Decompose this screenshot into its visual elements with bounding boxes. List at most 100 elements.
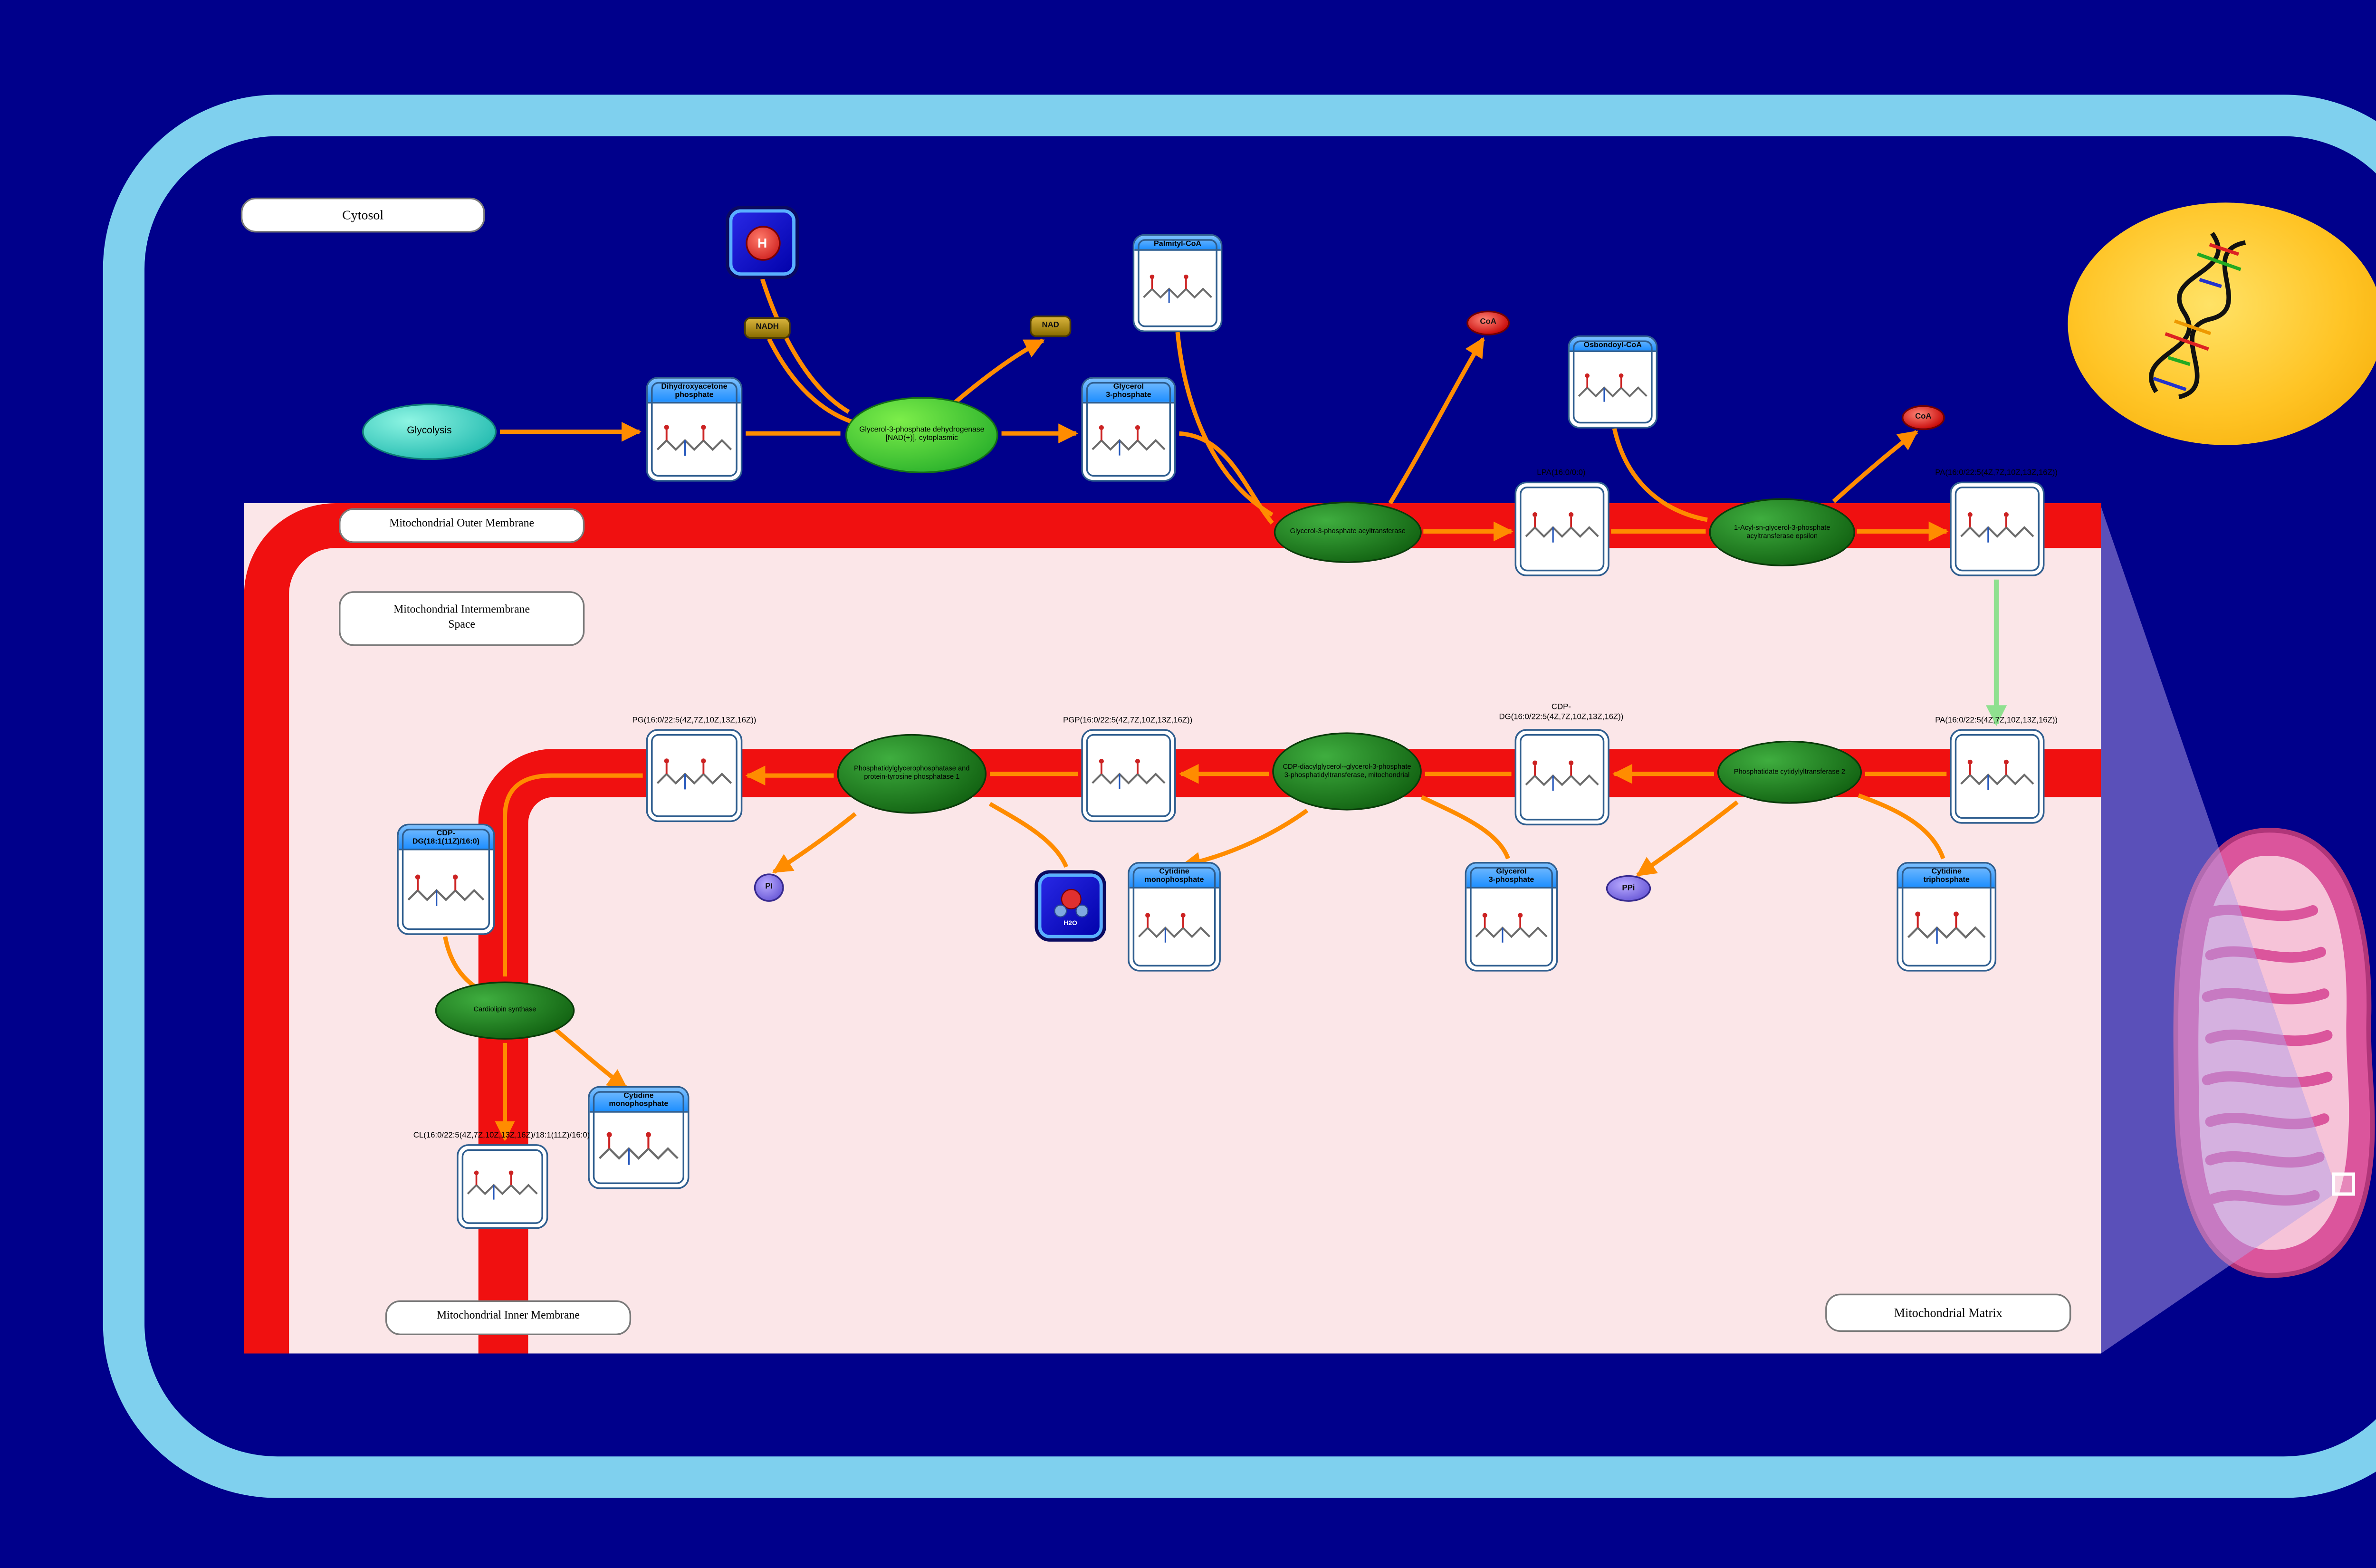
label-line: Glycerol [1113,381,1144,390]
zoom-source-square [2332,1172,2356,1196]
metabolite-dhap-label: Dihydroxyacetone phosphate [648,378,741,403]
h-plus-symbol: H [745,225,780,260]
cofactor-nadh[interactable]: NADH [744,317,791,339]
region-label-line: Space [448,618,475,631]
cell-membrane [103,95,2376,1498]
metabolite-pg[interactable] [646,729,743,822]
inner-membrane-band [478,749,2101,1354]
metabolite-cdp-dg-18-label: CDP- DG(18:1(11Z)/16:0) [398,825,494,850]
cofactor-coa-1[interactable]: CoA [1466,310,1510,336]
chemical-structure [1952,731,2043,822]
chemical-structure [1134,251,1221,330]
metabolite-ctp[interactable]: Cytidine triphosphate [1897,861,1997,972]
metabolite-g3p-label: Glycerol 3-phosphate [1083,378,1175,403]
enzyme-label: Glycerol-3-phosphate dehydrogenase [NAD(… [859,425,985,442]
cofactor-h2o[interactable]: H2O [1035,870,1106,942]
metabolite-cdp-dg[interactable] [1514,729,1610,826]
enzyme-label: Glycerol-3-phosphate acyltransferase [1290,526,1406,535]
metabolite-pa-inner[interactable] [1950,729,2045,824]
metabolite-osbondoyl-coa[interactable]: Osbondoyl-CoA [1568,335,1658,429]
label-line: phosphate [675,390,714,399]
enzyme-crls1[interactable]: Cardiolipin synthase [435,981,575,1040]
chemical-structure [1130,888,1219,970]
metabolite-g3p-matrix-label: Glycerol 3-phosphate [1466,863,1556,889]
label-line: Glycerol [1496,866,1527,875]
enzyme-label: Phosphatidate cytidylyltransferase 2 [1734,766,1846,775]
cofactor-pi[interactable]: Pi [754,873,784,902]
label-line: 3-phosphate [1106,390,1151,399]
chemical-structure [1083,403,1174,480]
metabolite-cdpdg-label: CDP- DG(16:0/22:5(4Z,7Z,10Z,13Z,16Z)) [1499,704,1623,723]
metabolite-cmp-inner-label: Cytidine monophosphate [589,1088,688,1113]
h2o-symbol: H2O [1063,918,1077,927]
region-label-line: Mitochondrial Intermembrane [393,605,530,617]
region-label-outer-membrane: Mitochondrial Outer Membrane [339,508,585,543]
metabolite-ctp-label: Cytidine triphosphate [1898,863,1995,889]
label-line: Dihydroxyacetone [661,381,728,390]
label-line: DG(18:1(11Z)/16:0) [412,837,479,845]
nucleus [2068,202,2376,445]
label-line: CDP- [436,828,456,836]
enzyme-label: Cardiolipin synthase [473,1005,537,1013]
metabolite-cl-label: CL(16:0/22:5(4Z,7Z,10Z,13Z,16Z)/18:1(11Z… [413,1132,590,1141]
region-label-cytosol: Cytosol [240,197,485,233]
enzyme-agpat5[interactable]: 1-Acyl-sn-glycerol-3-phosphate acyltrans… [1709,498,1856,566]
enzyme-gpd1[interactable]: Glycerol-3-phosphate dehydrogenase [NAD(… [845,397,998,474]
metabolite-pa-inner-label: PA(16:0/22:5(4Z,7Z,10Z,13Z,16Z)) [1935,717,2058,726]
chemical-structure [1516,483,1608,574]
metabolite-cdp-dg-18[interactable]: CDP- DG(18:1(11Z)/16:0) [397,823,495,935]
cofactor-nad[interactable]: NAD [1029,316,1072,337]
cofactor-ppi[interactable]: PPi [1606,875,1651,902]
chemical-structure [648,403,741,480]
metabolite-cmp-inner[interactable]: Cytidine monophosphate [588,1086,690,1189]
chemical-structure [1570,353,1656,427]
enzyme-ptpmt1[interactable]: Phosphatidylglycerophosphatase and prote… [837,734,987,814]
chemical-structure [1516,731,1608,824]
metabolite-pa-outer[interactable] [1950,481,2045,576]
metabolite-palmityl-coa[interactable]: Palmityl-CoA [1132,234,1223,333]
chemical-structure [459,1146,546,1227]
dna-helix-icon [2148,231,2246,400]
metabolite-lpa-label: LPA(16:0/0:0) [1537,470,1586,478]
label-line: Cytidine [623,1090,654,1099]
metabolite-cmp-matrix-label: Cytidine monophosphate [1129,863,1219,889]
cofactor-h-plus[interactable]: H [726,206,799,279]
metabolite-cl[interactable] [457,1144,548,1229]
metabolite-osbondoyl-coa-label: Osbondoyl-CoA [1569,337,1656,353]
chemical-structure [590,1112,688,1187]
label-line: monophosphate [1144,875,1204,884]
metabolite-g3p-matrix[interactable]: Glycerol 3-phosphate [1465,861,1558,972]
label-line: triphosphate [1923,875,1970,884]
metabolite-pg-label: PG(16:0/22:5(4Z,7Z,10Z,13Z,16Z)) [632,717,757,726]
enzyme-label: CDP-diacylglycerol--glycerol-3-phosphate… [1283,762,1411,778]
region-label-inner-membrane: Mitochondrial Inner Membrane [385,1300,632,1336]
enzyme-gpam[interactable]: Glycerol-3-phosphate acyltransferase [1274,501,1422,563]
chemical-structure [1952,483,2043,574]
region-label-intermembrane-space: Mitochondrial Intermembrane Space [339,591,585,646]
metabolite-palmityl-coa-label: Palmityl-CoA [1134,236,1221,252]
metabolite-cmp-matrix[interactable]: Cytidine monophosphate [1128,861,1221,972]
metabolite-lpa[interactable] [1514,481,1610,576]
chemical-structure [1466,888,1556,970]
metabolite-pgp-label: PGP(16:0/22:5(4Z,7Z,10Z,13Z,16Z)) [1063,717,1193,726]
enzyme-label: Phosphatidylglycerophosphatase and prote… [854,765,970,781]
water-molecule-icon [1053,889,1088,918]
pathway-link-glycolysis[interactable]: Glycolysis [362,403,497,460]
mitochondrion [2173,828,2375,1278]
label-line: monophosphate [609,1099,669,1108]
label-line: Cytidine [1931,866,1962,875]
metabolite-dhap[interactable]: Dihydroxyacetone phosphate [646,377,743,482]
enzyme-pgs1[interactable]: CDP-diacylglycerol--glycerol-3-phosphate… [1272,732,1422,811]
chemical-structure [648,731,741,821]
label-line: DG(16:0/22:5(4Z,7Z,10Z,13Z,16Z)) [1499,713,1624,722]
cofactor-coa-2[interactable]: CoA [1901,405,1945,430]
label-line: CDP- [1551,704,1571,713]
chemical-structure [1083,731,1174,821]
label-line: 3-phosphate [1488,875,1534,884]
metabolite-pgp[interactable] [1081,729,1176,822]
metabolite-g3p-cytosol[interactable]: Glycerol 3-phosphate [1081,377,1176,482]
enzyme-cds2[interactable]: Phosphatidate cytidylyltransferase 2 [1717,740,1862,804]
chemical-structure [399,850,493,933]
region-label-matrix: Mitochondrial Matrix [1825,1293,2071,1332]
